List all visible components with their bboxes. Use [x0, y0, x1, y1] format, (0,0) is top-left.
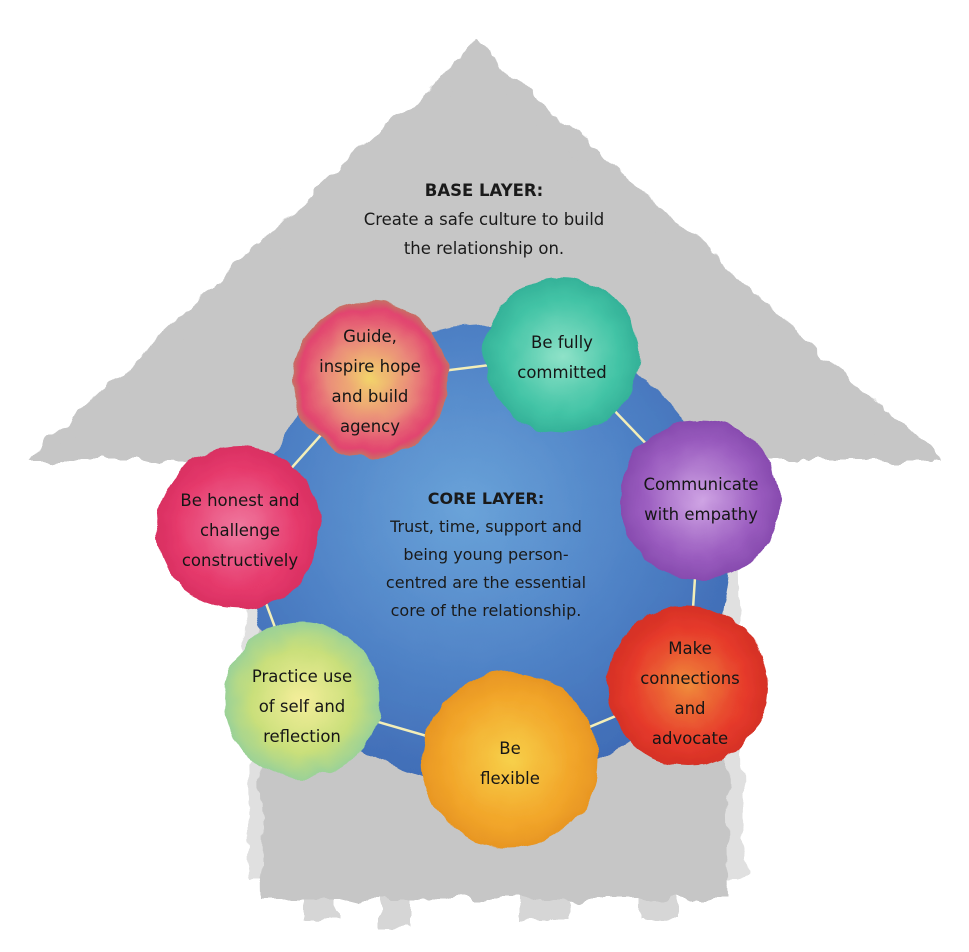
- core-layer-line-3: centred are the essential: [385, 573, 587, 592]
- circle-label-flexible: Be flexible: [440, 732, 580, 796]
- core-layer-line-2: being young person-: [403, 545, 569, 564]
- connections-line-1: Make: [668, 639, 712, 658]
- circle-label-practice: Practice use of self and reflection: [232, 660, 372, 754]
- honest-line-3: constructively: [181, 551, 299, 570]
- base-layer-title: BASE LAYER:: [424, 181, 544, 200]
- circle-flexible: [422, 672, 598, 848]
- honest-line-2: challenge: [199, 521, 281, 540]
- guide-line-3: and build: [331, 387, 409, 406]
- circle-guide: [292, 302, 448, 458]
- circle-practice: [224, 622, 380, 778]
- circle-label-communicate: Communicate with empathy: [626, 468, 776, 532]
- committed-line-1: Be fully: [531, 333, 593, 352]
- honest-line-1: Be honest and: [180, 491, 300, 510]
- communicate-line-2: with empathy: [644, 505, 758, 524]
- circle-label-honest: Be honest and challenge constructively: [160, 484, 320, 578]
- circle-label-connections: Make connections and advocate: [620, 632, 760, 756]
- guide-line-2: inspire hope: [319, 357, 421, 376]
- flexible-line-1: Be: [499, 739, 521, 758]
- practice-line-2: of self and: [258, 697, 346, 716]
- circle-honest: [156, 446, 320, 610]
- practice-line-3: reflection: [263, 727, 341, 746]
- circle-connections: [608, 606, 768, 766]
- core-layer-line-1: Trust, time, support and: [390, 517, 582, 536]
- circle-label-guide: Guide, inspire hope and build agency: [290, 320, 450, 444]
- guide-line-1: Guide,: [343, 327, 397, 346]
- core-layer-text: CORE LAYER: Trust, time, support and bei…: [346, 485, 626, 625]
- circle-label-committed: Be fully committed: [492, 326, 632, 390]
- guide-line-4: agency: [339, 417, 400, 436]
- flexible-line-2: flexible: [480, 769, 540, 788]
- brush-streaks: [300, 878, 675, 930]
- core-layer-title: CORE LAYER:: [427, 489, 545, 508]
- circle-committed: [484, 278, 640, 434]
- connections-line-3: and: [674, 699, 706, 718]
- practice-line-1: Practice use: [251, 667, 353, 686]
- committed-line-2: committed: [517, 363, 607, 382]
- base-layer-text: BASE LAYER: Create a safe culture to bui…: [284, 176, 684, 263]
- core-layer-line-4: core of the relationship.: [390, 601, 582, 620]
- circle-communicate: [620, 420, 780, 580]
- base-layer-line-1: Create a safe culture to build: [363, 210, 605, 229]
- connections-line-4: advocate: [651, 729, 729, 748]
- base-layer-line-2: the relationship on.: [403, 239, 565, 258]
- communicate-line-1: Communicate: [643, 475, 759, 494]
- connections-line-2: connections: [640, 669, 740, 688]
